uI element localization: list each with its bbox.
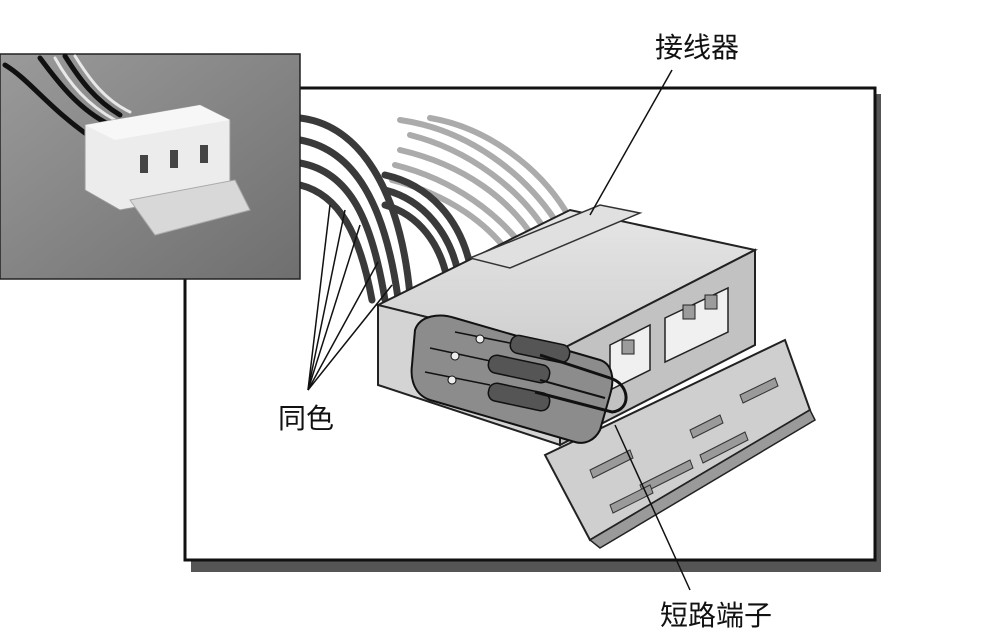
connector-photo bbox=[0, 53, 301, 280]
connector-block bbox=[375, 204, 816, 549]
terminals bbox=[424, 331, 571, 412]
label-short-terminal: 短路端子 bbox=[660, 599, 772, 632]
dark-wires bbox=[296, 114, 474, 304]
label-same-color: 同色 bbox=[278, 402, 334, 435]
leader-lines bbox=[307, 69, 691, 591]
label-connector: 接线器 bbox=[655, 31, 739, 64]
short-circuit-clip bbox=[534, 353, 628, 414]
